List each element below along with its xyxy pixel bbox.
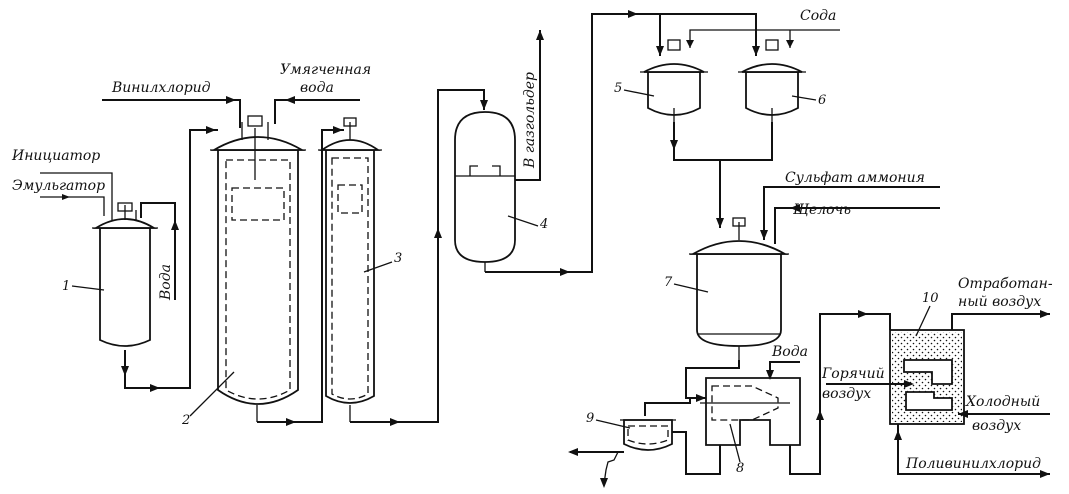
- label-softened-water-1: Умягченная: [280, 62, 371, 78]
- vessel-1: [92, 202, 158, 347]
- label-vinyl-chloride: Винилхлорид: [111, 80, 211, 96]
- label-soda: Сода: [800, 8, 836, 24]
- label-softened-water-2: вода: [300, 80, 334, 96]
- label-hot-air-2: воздух: [822, 386, 871, 402]
- vessel-3: [318, 117, 382, 422]
- dryer-10: [826, 310, 1050, 478]
- vessel-7: [689, 217, 789, 360]
- label-alkali: Щелочь: [793, 202, 851, 218]
- vessel-6: [738, 39, 806, 122]
- label-cold-air-1: Холодный: [965, 394, 1040, 410]
- callout-1: 1: [62, 279, 70, 294]
- callout-4: 4: [539, 217, 548, 232]
- callout-8: 8: [736, 461, 744, 476]
- callout-9: 9: [586, 411, 594, 426]
- feed-lines-vessel-2: [102, 96, 360, 426]
- callouts: 1 2 3 4 5 6 7 8 9 10: [62, 81, 939, 476]
- label-cold-air-2: воздух: [972, 418, 1021, 434]
- centrifuge-8: [700, 361, 801, 446]
- label-exhaust-air-1: Отработан-: [958, 276, 1053, 292]
- label-hot-air-1: Горячий: [821, 366, 885, 382]
- vessel-4: [454, 111, 516, 272]
- callout-5: 5: [614, 81, 622, 96]
- feed-lines-vessel-1: [40, 126, 218, 392]
- vessel-5: [640, 39, 708, 122]
- callout-6: 6: [818, 93, 826, 108]
- label-exhaust-air-2: ный воздух: [958, 294, 1041, 310]
- line-3-to-4: [350, 89, 488, 426]
- label-water-vertical: Вода: [158, 264, 174, 301]
- label-initiator: Инициатор: [11, 148, 100, 164]
- callout-2: 2: [181, 413, 190, 428]
- labels: Инициатор Эмульгатор Винилхлорид Умягчен…: [11, 8, 1053, 472]
- label-water-small: Вода: [771, 344, 808, 360]
- label-ammonium-sulfate: Сульфат аммония: [785, 170, 925, 186]
- callout-7: 7: [664, 275, 673, 290]
- callout-10: 10: [922, 291, 939, 306]
- label-emulsifier: Эмульгатор: [12, 178, 105, 194]
- label-to-gasholder: В газгольдер: [522, 72, 538, 169]
- vessel-2: [210, 115, 306, 422]
- callout-3: 3: [394, 251, 402, 266]
- vessel-9: [568, 419, 676, 488]
- label-pvc: Поливинилхлорид: [905, 456, 1041, 472]
- line-4-outputs: [485, 10, 660, 276]
- lines-5-6: [656, 13, 840, 228]
